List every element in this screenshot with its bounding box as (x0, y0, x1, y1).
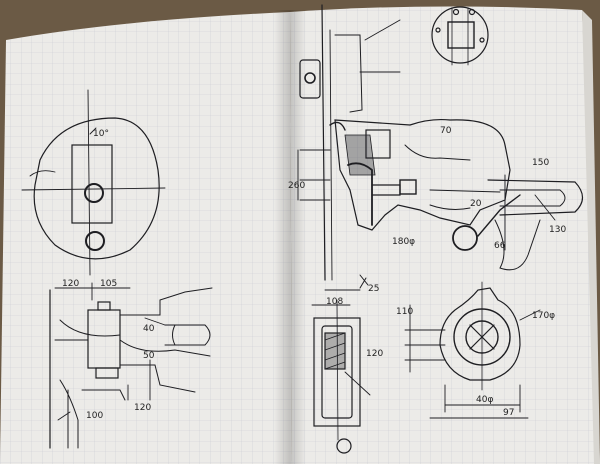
label-dim-20: 20 (470, 199, 482, 209)
label-dim-66: 66 (494, 241, 506, 251)
slot-view-hatched (324, 332, 346, 370)
left-page (0, 12, 292, 464)
label-angle-top: 10° (93, 129, 109, 139)
label-dim-108: 108 (326, 297, 343, 307)
label-dim-120-mid: 120 (366, 349, 383, 359)
hole-lower (85, 231, 105, 251)
motor-block (365, 129, 391, 159)
main-housing (334, 118, 511, 231)
slot-rectangle (71, 144, 113, 224)
shaft-circle (452, 225, 478, 251)
label-dim-97: 97 (503, 408, 514, 418)
label-dim-120: 120 (62, 279, 79, 289)
right-page-labels: 260 70 150 180φ 20 66 130 25 108 120 110… (288, 126, 566, 418)
label-dim-180: 180φ (392, 237, 415, 247)
label-dim-110: 110 (396, 307, 413, 317)
label-dim-150: 150 (532, 158, 549, 168)
small-bracket (299, 59, 321, 99)
spine-shadow (274, 10, 306, 464)
label-dim-170: 170φ (532, 311, 555, 321)
label-dim-100: 100 (86, 411, 103, 421)
label-dim-260: 260 (288, 181, 305, 191)
label-dim-105: 105 (100, 279, 117, 289)
label-dim-50: 50 (143, 351, 155, 361)
label-dim-130: 130 (549, 225, 566, 235)
plate-outline (33, 117, 160, 260)
hole-upper (84, 183, 104, 203)
round-plate (431, 6, 489, 64)
label-dim-120-bottom: 120 (134, 403, 151, 413)
label-dim-40: 40 (143, 324, 155, 334)
flange-outline (439, 287, 521, 381)
left-page-labels: 10° 120 105 40 50 120 100 (62, 129, 155, 421)
label-dim-25: 25 (368, 284, 379, 294)
label-dim-40-bottom: 40φ (476, 395, 493, 405)
right-page-sketches (297, 4, 584, 454)
right-page (290, 6, 600, 464)
label-dim-70: 70 (440, 126, 452, 136)
left-page-sketches (21, 89, 213, 449)
